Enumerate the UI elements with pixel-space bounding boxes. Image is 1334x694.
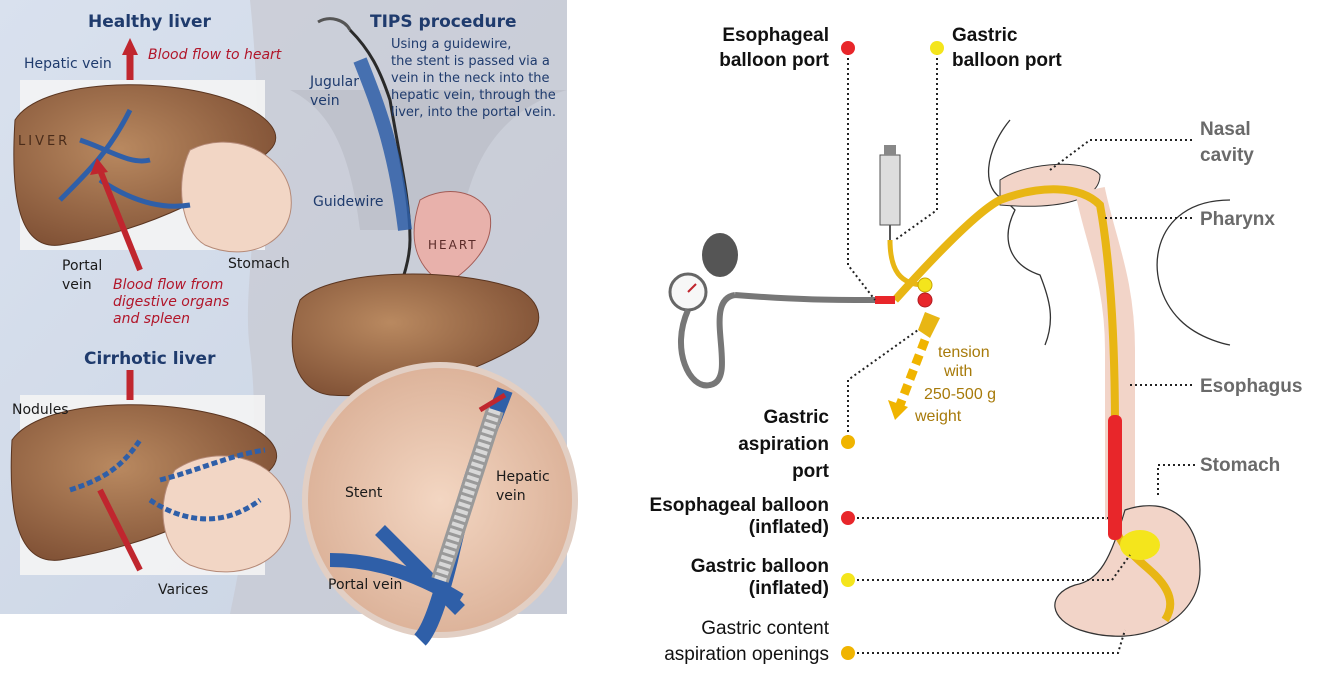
stomach-label: Stomach <box>1200 455 1280 476</box>
syringe-barrel <box>879 154 901 226</box>
blood-flow-from-label-2: digestive organs <box>113 294 229 310</box>
pharynx-label: Pharynx <box>1200 209 1275 230</box>
right-illustration: Esophageal balloon port Gastric balloon … <box>650 25 1303 665</box>
tips-portal-vein-label: Portal vein <box>328 577 402 593</box>
healthy-heart-arrowhead <box>122 38 138 55</box>
aspiration-openings-dot <box>841 646 855 660</box>
esophageal-port-label-2: balloon port <box>719 50 829 71</box>
healthy-portal-arrowhead <box>90 158 108 175</box>
blood-flow-from-label-3: and spleen <box>113 311 190 327</box>
tips-title: TIPS procedure <box>370 12 517 32</box>
leader-lines <box>847 48 1195 654</box>
aspiration-port-label-3: port <box>792 461 830 482</box>
healthy-stomach-label: Stomach <box>228 256 290 272</box>
healthy-title: Healthy liver <box>88 12 212 32</box>
guidewire-hook <box>317 17 352 31</box>
zoom-flow-arrow <box>478 392 507 413</box>
gastric-balloon-label-1: Gastric balloon <box>691 556 829 577</box>
tips-desc-4: hepatic vein, through the <box>391 88 556 103</box>
syringe-plunger <box>884 145 896 155</box>
gastric-balloon-label-2: (inflated) <box>749 578 829 599</box>
tips-hepatic-vein-label-1: Hepatic <box>496 469 550 485</box>
healthy-hepatic-vein-label: Hepatic vein <box>24 56 112 72</box>
jugular-label-2: vein <box>310 93 340 109</box>
aspiration-port-label-1: Gastric <box>764 407 830 428</box>
tension-label-3: 250-500 g <box>924 386 996 403</box>
tension-arrow-shaft <box>895 338 930 407</box>
face-profile <box>987 119 1052 346</box>
esophageal-port-junction <box>917 292 933 308</box>
tips-desc-3: vein in the neck into the <box>391 71 550 86</box>
manometer-hose <box>677 292 876 389</box>
aspiration-port-label-2: aspiration <box>738 434 829 455</box>
esophageal-port-dot <box>841 41 855 55</box>
heart-shape <box>413 191 492 286</box>
cirrhotic-title: Cirrhotic liver <box>84 349 216 369</box>
aspiration-port-junction <box>918 312 940 338</box>
blood-flow-heart-label: Blood flow to heart <box>148 47 282 63</box>
gastric-port-dot <box>930 41 944 55</box>
tension-label-2: with <box>943 363 972 380</box>
varices-label: Varices <box>158 582 208 598</box>
cirrhotic-portal-arrow <box>97 488 143 572</box>
healthy-portal-arrow <box>97 168 143 272</box>
tips-liver <box>291 273 540 397</box>
tips-desc-1: Using a guidewire, <box>391 37 511 52</box>
tips-desc-2: the stent is passed via a <box>391 54 550 69</box>
liver-word: LIVER <box>18 134 70 149</box>
esophagus-label: Esophagus <box>1200 376 1302 397</box>
blood-flow-from-label-1: Blood flow from <box>113 277 223 293</box>
stomach-shape <box>1054 505 1201 637</box>
aspiration-openings-label-2: aspiration openings <box>664 644 829 665</box>
esophageal-balloon-dot <box>841 511 855 525</box>
esophageal-balloon <box>1108 415 1122 540</box>
zoom-portal-vein <box>329 525 465 615</box>
gastric-balloon-dot <box>841 573 855 587</box>
gastric-port-label-2: balloon port <box>952 50 1062 71</box>
cirrhotic-varices <box>69 438 266 522</box>
nodules-label: Nodules <box>12 402 69 418</box>
tips-desc-5: liver, into the portal vein. <box>391 105 556 120</box>
manometer-needle <box>687 283 697 293</box>
healthy-portal-vein-label-1: Portal <box>62 258 102 274</box>
nasal-cavity-label-2: cavity <box>1200 145 1254 166</box>
jugular-label-1: Jugular <box>309 74 359 90</box>
esophageal-port-label-1: Esophageal <box>722 25 829 46</box>
esophageal-balloon-label-2: (inflated) <box>749 517 829 538</box>
aspiration-port-dot <box>841 435 855 449</box>
tamponade-tube <box>892 185 1175 623</box>
tension-arrowhead <box>888 400 908 420</box>
inflation-bulb <box>702 233 738 277</box>
gastric-port-label-1: Gastric <box>952 25 1018 46</box>
healthy-portal-vein-label-2: vein <box>62 277 92 293</box>
tips-hepatic-vein-label-2: vein <box>496 488 526 504</box>
heart-label: HEART <box>428 238 478 252</box>
stent-mesh <box>434 408 501 582</box>
guidewire-label: Guidewire <box>313 194 384 210</box>
esophageal-balloon-label-1: Esophageal balloon <box>650 495 829 516</box>
tension-label-1: tension <box>938 344 990 361</box>
neck-shoulders <box>290 90 567 230</box>
back-of-head <box>1156 199 1231 346</box>
stent-label: Stent <box>345 485 383 501</box>
jugular-vein <box>353 57 412 231</box>
left-illustration: Healthy liver Hepatic vein Blood flow to… <box>0 0 578 646</box>
nasal-cavity-label-1: Nasal <box>1200 119 1251 140</box>
aspiration-openings-label-1: Gastric content <box>701 618 829 639</box>
gastric-balloon <box>1120 530 1160 560</box>
gastric-port-junction <box>917 277 933 293</box>
esophageal-port-connector <box>875 296 895 304</box>
tension-label-4: weight <box>914 408 962 425</box>
